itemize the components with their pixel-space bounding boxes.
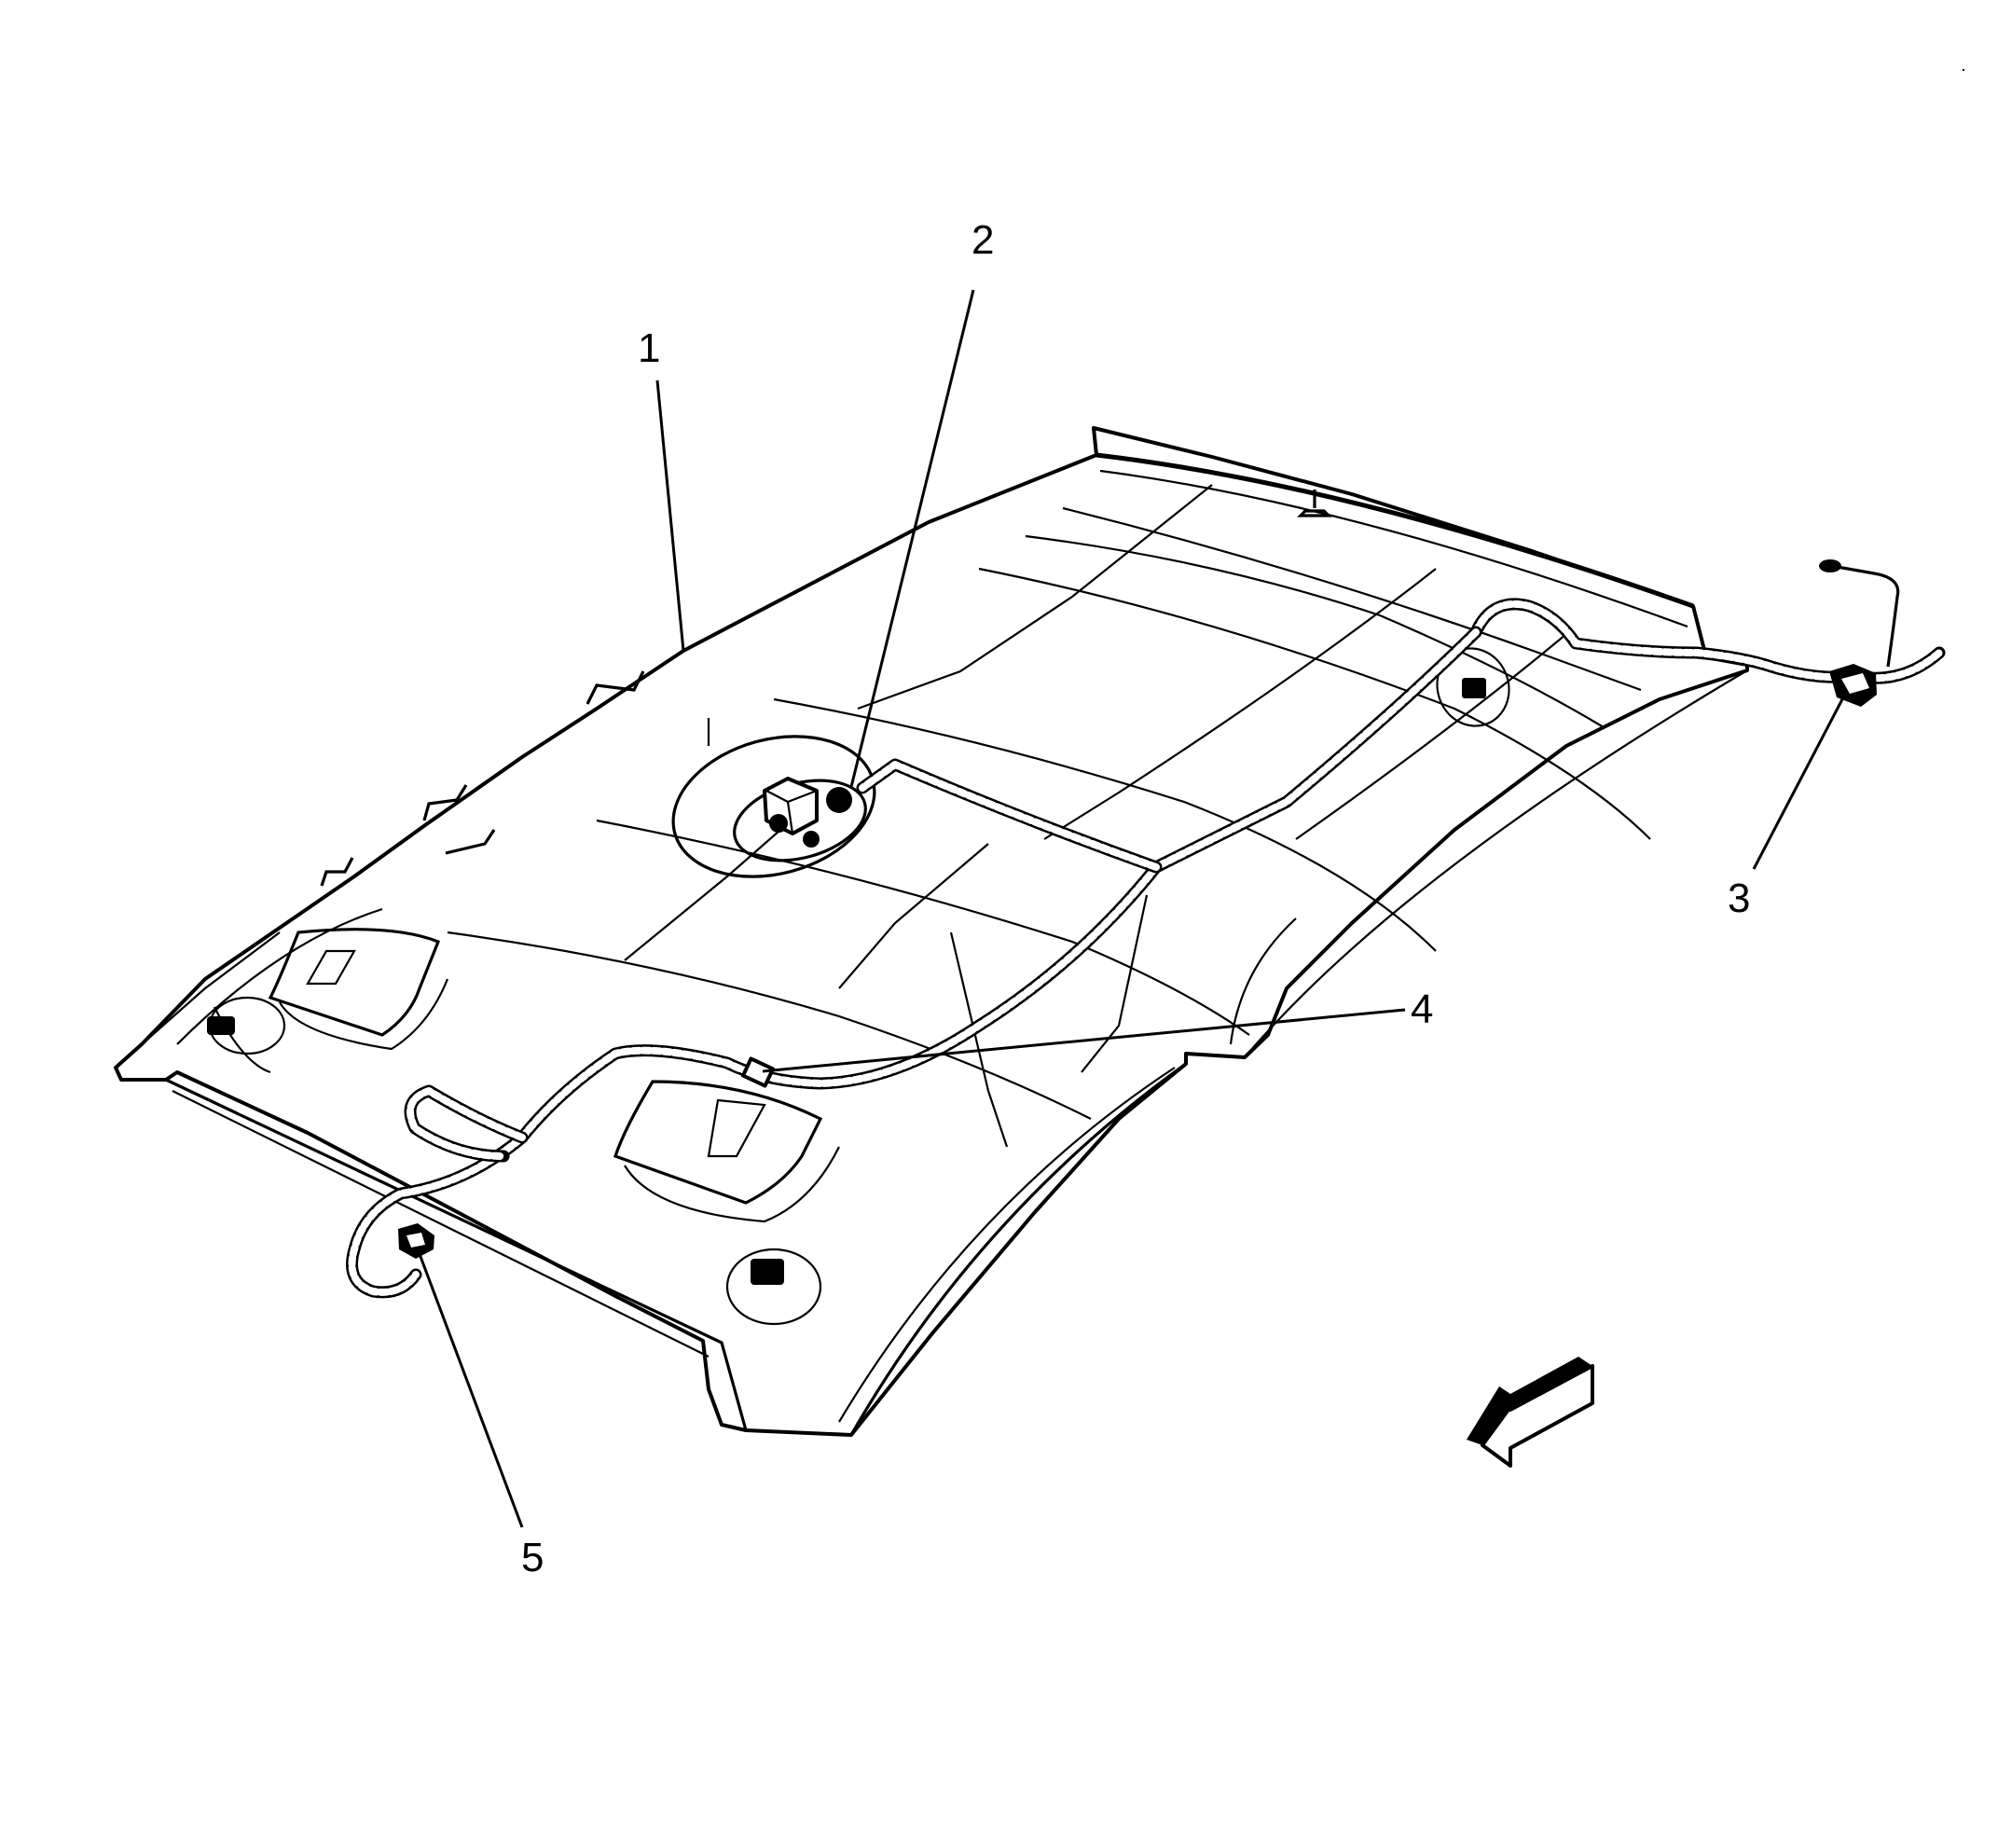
callout-5: 5 — [521, 1535, 544, 1580]
grab-handle-mount-front-left — [207, 996, 286, 1055]
harness-retainer-clip — [740, 1056, 776, 1088]
leader-line-5 — [418, 1253, 524, 1528]
callout-3: 3 — [1728, 876, 1750, 921]
leader-line-3 — [1752, 698, 1844, 870]
leader-line-1 — [655, 379, 685, 652]
leader-line-4 — [762, 1008, 1406, 1073]
callout-4: 4 — [1411, 986, 1433, 1032]
callout-1: 1 — [638, 325, 660, 371]
isometric-arrow-icon — [1467, 1357, 1594, 1468]
headliner-panel — [114, 426, 1749, 1437]
leader-line-2 — [849, 289, 975, 788]
harness-connector-rear — [1829, 664, 1877, 707]
corner-mark — [1963, 69, 1964, 71]
grab-handle-mount-front-right — [725, 1248, 822, 1326]
harness-connector-front — [398, 1223, 434, 1259]
callout-2: 2 — [971, 217, 994, 263]
sunvisor-recess-right — [613, 1080, 840, 1223]
fastener-clip — [1297, 490, 1332, 517]
